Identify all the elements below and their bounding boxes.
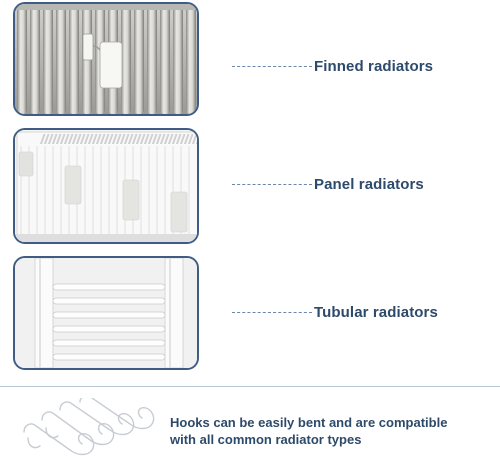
compatibility-note-line-1: Hooks can be easily bent and are compati… bbox=[170, 415, 448, 430]
compatibility-note: Hooks can be easily bent and are compati… bbox=[170, 414, 490, 448]
dashed-connector bbox=[232, 311, 312, 313]
tubular-radiators-label: Tubular radiators bbox=[314, 303, 438, 321]
compatibility-note-line-2: with all common radiator types bbox=[170, 432, 362, 447]
dashed-connector bbox=[232, 183, 312, 185]
tubular-radiator-image bbox=[13, 256, 199, 370]
finned-radiators-callout: Finned radiators bbox=[232, 56, 433, 76]
tubular-radiator-illustration bbox=[15, 258, 197, 368]
section-divider bbox=[0, 386, 500, 387]
finned-radiators-label: Finned radiators bbox=[314, 57, 434, 75]
panel-radiators-label: Panel radiators bbox=[314, 175, 424, 193]
tubular-radiators-callout: Tubular radiators bbox=[232, 302, 438, 322]
bent-hooks-icon bbox=[23, 398, 155, 456]
finned-radiator-illustration bbox=[15, 4, 197, 114]
dashed-connector bbox=[232, 65, 312, 67]
panel-radiators-callout: Panel radiators bbox=[232, 174, 424, 194]
panel-radiator-illustration bbox=[15, 130, 197, 242]
panel-radiator-image bbox=[13, 128, 199, 244]
finned-radiator-image bbox=[13, 2, 199, 116]
